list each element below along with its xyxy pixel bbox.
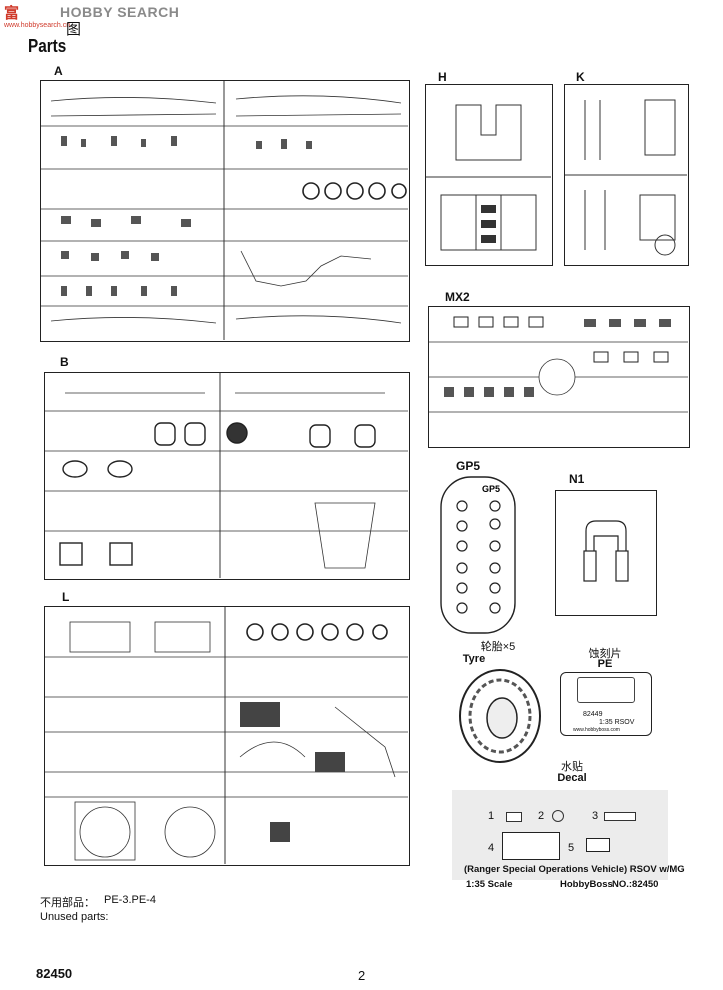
sprue-gp5-drawing: GP5 [440,476,516,634]
sprue-a-drawing [41,81,408,340]
sprue-l-label: L [62,590,70,604]
unused-parts: PE-3.PE-4 [104,894,156,906]
decal-brand: HobbyBoss [560,879,613,890]
unused-label-cn: 不用部品： [40,897,95,909]
svg-text:GP5: GP5 [482,484,500,494]
sprue-k-frame [564,84,689,266]
kit-number: 82450 [36,966,73,981]
pe-plate-scale: 1:35 RSOV [599,719,635,726]
decal-label-cn: 水贴 [561,761,583,773]
sprue-a-frame [40,80,410,342]
sprue-b-label: B [60,355,69,369]
sprue-h-drawing [426,104,551,251]
sprue-l-drawing [45,607,408,864]
sprue-n1-frame [555,490,657,616]
decal-sheet: 1 2 3 4 5 [452,790,668,880]
decal-item-5-num: 5 [568,842,575,854]
sprue-k-drawing [565,99,687,256]
decal-item-1-num: 1 [488,810,495,822]
decal-item-3 [604,812,636,821]
watermark-site: HOBBY SEARCH [60,4,180,20]
sprue-mx2-label: MX2 [445,290,470,304]
sprue-mx2-drawing [429,316,688,413]
decal-item-2 [552,810,564,822]
decal-label: Decal [557,772,587,784]
watermark-url: www.hobbysearch.cn [4,22,71,29]
sprue-b-drawing [45,373,408,578]
decal-number: NO.:82450 [612,879,659,890]
tyre-label: Tyre [462,653,486,665]
decal-scale: 1:35 Scale [466,879,513,890]
decal-item-2-num: 2 [538,810,545,822]
page-title: Parts [28,36,67,56]
sprue-gp5-frame: GP5 [440,476,516,634]
tyre-label-cn: 轮胎×5 [480,641,516,653]
decal-item-1 [506,812,522,822]
sprue-h-frame [425,84,553,266]
decal-item-4 [502,832,560,860]
unused-label: Unused parts: [40,911,109,923]
sprue-n1-drawing [583,520,629,582]
sprue-gp5-label: GP5 [456,459,481,473]
sprue-a-label: A [54,64,63,78]
sprue-n1-label: N1 [569,472,585,486]
sprue-l-frame [44,606,410,866]
page-title-cn: 图 [66,21,82,38]
pe-label: PE [597,658,613,670]
decal-item-3-num: 3 [592,810,599,822]
sprue-h-label: H [438,70,447,84]
tyre-image [452,666,542,766]
pe-plate: 82449 1:35 RSOV www.hobbyboss.com [560,672,652,736]
pe-plate-number: 82449 [583,711,603,718]
sprue-b-frame [44,372,410,580]
pe-label-cn: 蚀刻片 [588,648,622,660]
watermark-logo: 富 [4,5,20,22]
decal-item-4-num: 4 [488,842,495,854]
pe-plate-url: www.hobbyboss.com [573,727,620,733]
pe-part-frame [577,677,635,703]
sprue-k-label: K [576,70,585,84]
sprue-mx2-frame [428,306,690,448]
page-number: 2 [358,968,366,983]
decal-item-5 [586,838,610,852]
decal-vehicle-name: (Ranger Special Operations Vehicle) RSOV… [464,864,685,875]
